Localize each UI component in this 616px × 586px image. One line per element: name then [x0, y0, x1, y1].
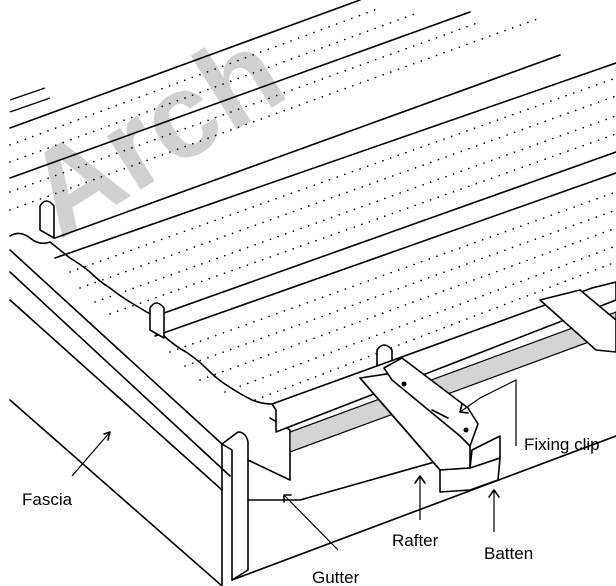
rafter: [359, 289, 616, 493]
leader-arrows: [71, 379, 517, 551]
label-rafter: Rafter: [392, 531, 439, 550]
sheet-roll-seams: [39, 200, 393, 373]
arrow-fixing-clip-icon: [459, 379, 517, 446]
label-gutter: Gutter: [312, 568, 360, 586]
label-fascia: Fascia: [22, 490, 73, 509]
perforation-dots: [9, 7, 616, 401]
fixing-bolt-icon: [463, 427, 469, 433]
fixing-clip: [383, 357, 479, 447]
fascia-board: [9, 249, 231, 586]
arrow-gutter-icon: [283, 494, 339, 551]
label-batten: Batten: [484, 544, 533, 563]
sheet-edge: [9, 232, 273, 405]
label-fixing-clip: Fixing clip: [524, 435, 600, 454]
roof-sheet-lines: [9, 0, 616, 337]
fixing-bolt-icon: [401, 381, 407, 387]
arrow-fascia-icon: [71, 431, 111, 477]
top-strip: [271, 281, 616, 453]
